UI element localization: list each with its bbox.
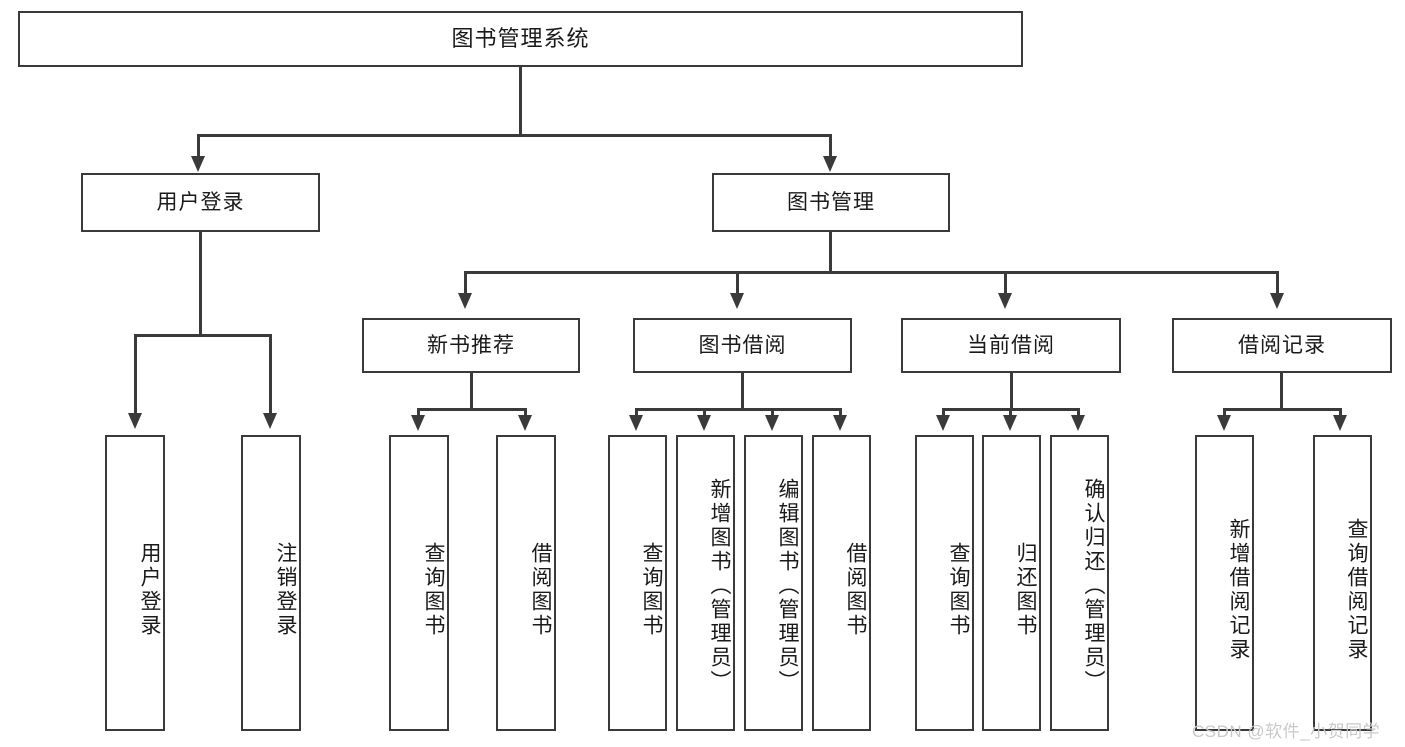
connector-bookborrow-bus bbox=[635, 408, 841, 411]
node-borrow-record[interactable]: 借阅记录 bbox=[1172, 318, 1392, 373]
connector-bookborrow-stem bbox=[741, 373, 744, 409]
connector-userlogin-drop-2 bbox=[269, 334, 272, 416]
connector-bookborrow-drop-4 bbox=[839, 408, 842, 420]
connector-bookborrow-drop-3 bbox=[771, 408, 774, 420]
leaf-label: 编辑图书（管理员） bbox=[776, 478, 799, 694]
connector-userlogin-stem bbox=[199, 232, 202, 335]
connector-newbook-stem bbox=[470, 373, 473, 409]
arrowhead-bookmgmt-child-3 bbox=[998, 293, 1012, 309]
node-root-system[interactable]: 图书管理系统 bbox=[18, 11, 1023, 67]
arrowhead-userlogin-child-1 bbox=[128, 413, 142, 429]
connector-borrowrecord-drop-2 bbox=[1339, 408, 1342, 420]
arrowhead-borrowrecord-child-2 bbox=[1333, 415, 1347, 431]
leaf-label: 查询图书 bbox=[640, 542, 663, 638]
leaf-user-login-2[interactable]: 注销登录 bbox=[241, 435, 301, 731]
leaf-borrow-record-1[interactable]: 新增借阅记录 bbox=[1195, 435, 1254, 731]
connector-root-stem bbox=[519, 67, 522, 135]
leaf-label: 查询图书 bbox=[947, 542, 970, 638]
arrowhead-userlogin-child-2 bbox=[263, 413, 277, 429]
connector-bookmgmt-bus bbox=[464, 271, 1279, 274]
leaf-book-borrow-4[interactable]: 借阅图书 bbox=[812, 435, 871, 731]
leaf-book-borrow-1[interactable]: 查询图书 bbox=[608, 435, 667, 731]
connector-bookborrow-drop-2 bbox=[703, 408, 706, 420]
leaf-label: 新增图书（管理员） bbox=[708, 478, 731, 694]
connector-currentborrow-drop-1 bbox=[942, 408, 945, 420]
connector-bookmgmt-stem bbox=[829, 232, 832, 272]
leaf-new-book-2[interactable]: 借阅图书 bbox=[496, 435, 556, 731]
arrowhead-bookborrow-child-3 bbox=[765, 415, 779, 431]
arrowhead-root-to-bookmgmt bbox=[823, 156, 837, 172]
node-current-borrow[interactable]: 当前借阅 bbox=[901, 318, 1121, 373]
arrowhead-bookborrow-child-4 bbox=[833, 415, 847, 431]
connector-userlogin-bus bbox=[134, 334, 272, 337]
csdn-watermark: CSDN @软件_小贺同学 bbox=[1192, 722, 1381, 741]
leaf-label: 注销登录 bbox=[274, 542, 297, 638]
connector-bookmgmt-drop-2 bbox=[736, 271, 739, 296]
connector-borrowrecord-drop-1 bbox=[1223, 408, 1226, 420]
connector-newbook-bus bbox=[417, 408, 527, 411]
leaf-label: 用户登录 bbox=[138, 542, 161, 638]
node-user-login[interactable]: 用户登录 bbox=[81, 173, 320, 232]
connector-newbook-drop-1 bbox=[417, 408, 420, 420]
leaf-label: 查询图书 bbox=[422, 542, 445, 638]
arrowhead-bookmgmt-child-4 bbox=[1270, 293, 1284, 309]
arrowhead-bookborrow-child-1 bbox=[629, 415, 643, 431]
connector-userlogin-drop-1 bbox=[134, 334, 137, 416]
arrowhead-bookmgmt-child-1 bbox=[458, 293, 472, 309]
connector-currentborrow-drop-2 bbox=[1009, 408, 1012, 420]
connector-root-to-userlogin bbox=[197, 134, 200, 159]
leaf-current-borrow-1[interactable]: 查询图书 bbox=[915, 435, 974, 731]
leaf-borrow-record-2[interactable]: 查询借阅记录 bbox=[1313, 435, 1372, 731]
leaf-current-borrow-2[interactable]: 归还图书 bbox=[982, 435, 1041, 731]
arrowhead-currentborrow-child-3 bbox=[1071, 415, 1085, 431]
connector-root-bus bbox=[197, 134, 832, 137]
leaf-label: 确认归还（管理员） bbox=[1082, 478, 1105, 694]
leaf-book-borrow-3[interactable]: 编辑图书（管理员） bbox=[744, 435, 803, 731]
arrowhead-borrowrecord-child-1 bbox=[1217, 415, 1231, 431]
connector-borrowrecord-bus bbox=[1223, 408, 1342, 411]
leaf-label: 新增借阅记录 bbox=[1227, 518, 1250, 662]
leaf-current-borrow-3[interactable]: 确认归还（管理员） bbox=[1050, 435, 1109, 731]
connector-bookmgmt-drop-4 bbox=[1276, 271, 1279, 296]
node-new-book-recommend[interactable]: 新书推荐 bbox=[362, 318, 580, 373]
connector-currentborrow-drop-3 bbox=[1077, 408, 1080, 420]
leaf-label: 借阅图书 bbox=[529, 542, 552, 638]
leaf-label: 归还图书 bbox=[1014, 542, 1037, 638]
leaf-book-borrow-2[interactable]: 新增图书（管理员） bbox=[676, 435, 735, 731]
node-book-borrow[interactable]: 图书借阅 bbox=[633, 318, 852, 373]
arrowhead-root-to-userlogin bbox=[191, 156, 205, 172]
leaf-new-book-1[interactable]: 查询图书 bbox=[389, 435, 449, 731]
arrowhead-bookmgmt-child-2 bbox=[730, 293, 744, 309]
connector-bookmgmt-drop-3 bbox=[1004, 271, 1007, 296]
connector-borrowrecord-stem bbox=[1280, 373, 1283, 409]
connector-currentborrow-stem bbox=[1010, 373, 1013, 409]
connector-bookborrow-drop-1 bbox=[635, 408, 638, 420]
arrowhead-bookborrow-child-2 bbox=[697, 415, 711, 431]
arrowhead-currentborrow-child-1 bbox=[936, 415, 950, 431]
connector-newbook-drop-2 bbox=[524, 408, 527, 420]
arrowhead-newbook-child-1 bbox=[411, 415, 425, 431]
arrowhead-newbook-child-2 bbox=[518, 415, 532, 431]
arrowhead-currentborrow-child-2 bbox=[1003, 415, 1017, 431]
node-book-management[interactable]: 图书管理 bbox=[712, 173, 950, 232]
leaf-user-login-1[interactable]: 用户登录 bbox=[105, 435, 165, 731]
leaf-label: 查询借阅记录 bbox=[1345, 518, 1368, 662]
connector-bookmgmt-drop-1 bbox=[464, 271, 467, 296]
connector-root-to-bookmgmt bbox=[829, 134, 832, 159]
leaf-label: 借阅图书 bbox=[844, 542, 867, 638]
